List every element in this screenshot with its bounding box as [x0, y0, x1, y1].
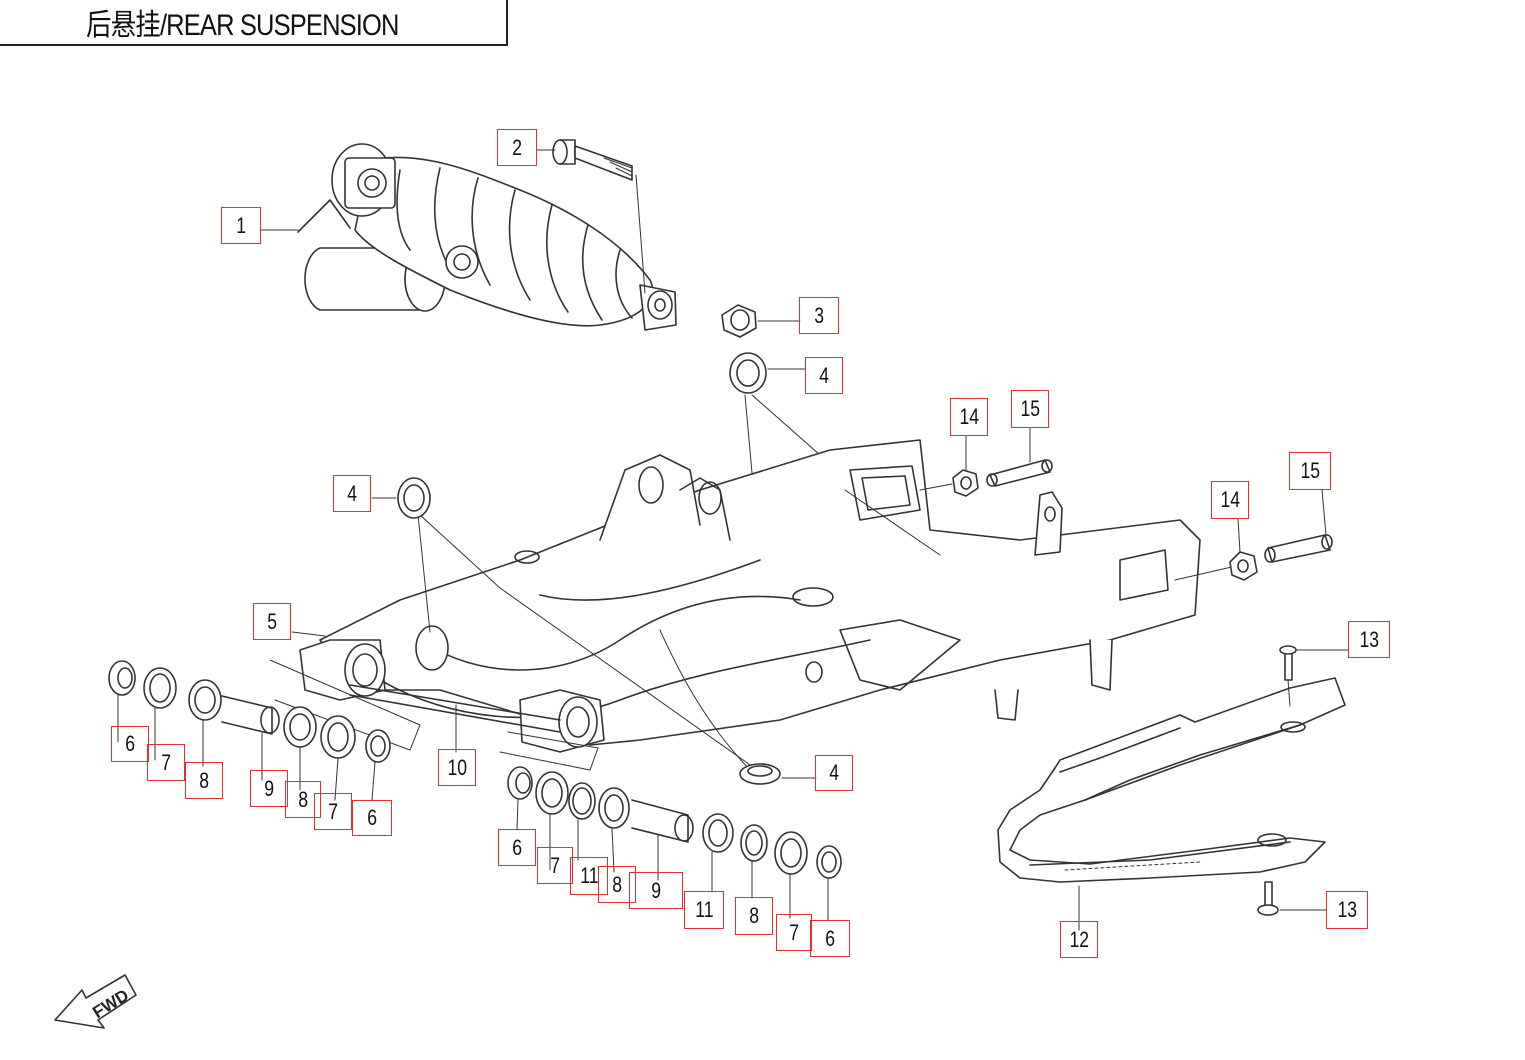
callout-13-bottom[interactable]: 13 — [1326, 891, 1368, 929]
callout-9-right[interactable]: 9 — [629, 872, 683, 909]
callout-13-top[interactable]: 13 — [1348, 621, 1390, 658]
callout-label: 12 — [1069, 926, 1089, 952]
callout-label: 6 — [125, 731, 135, 756]
callout-label: 3 — [814, 302, 824, 328]
callout-3[interactable]: 3 — [799, 297, 839, 334]
callout-12[interactable]: 12 — [1060, 921, 1098, 958]
chain-guide — [997, 677, 1346, 931]
callout-8-left-b[interactable]: 8 — [285, 781, 321, 818]
callout-label: 10 — [447, 754, 467, 780]
callout-label: 8 — [612, 871, 622, 897]
callout-14-right[interactable]: 14 — [1211, 481, 1249, 519]
callout-6-left-b[interactable]: 6 — [352, 800, 392, 836]
callout-label: 6 — [512, 834, 522, 860]
callout-label: 9 — [651, 877, 661, 903]
callout-label: 13 — [1359, 626, 1379, 652]
callout-11-right-b[interactable]: 11 — [684, 891, 724, 929]
callout-label: 14 — [959, 404, 979, 429]
callout-label: 7 — [789, 919, 799, 945]
callout-7-right-a[interactable]: 7 — [537, 847, 573, 884]
callout-label: 6 — [825, 925, 835, 951]
callout-15-right[interactable]: 15 — [1289, 452, 1331, 490]
callout-label: 8 — [749, 903, 759, 928]
callout-4-top[interactable]: 4 — [805, 357, 843, 394]
screw-13-bottom — [1257, 881, 1327, 916]
callout-15-upper[interactable]: 15 — [1011, 390, 1049, 428]
callout-label: 13 — [1337, 897, 1357, 922]
callout-9-left[interactable]: 9 — [250, 770, 288, 807]
callout-label: 4 — [829, 760, 839, 785]
callout-5[interactable]: 5 — [253, 603, 291, 640]
callout-8-right-a[interactable]: 8 — [598, 866, 636, 903]
grommet-4-left — [371, 477, 431, 519]
callout-label: 5 — [267, 608, 277, 634]
callout-label: 4 — [347, 480, 357, 506]
callout-label: 11 — [579, 863, 599, 888]
grommet-4-bottom — [739, 763, 817, 785]
callout-7-right-b[interactable]: 7 — [776, 914, 812, 951]
callout-1[interactable]: 1 — [221, 207, 261, 244]
bearing-stack-right — [499, 731, 842, 921]
callout-8-right-b[interactable]: 8 — [735, 897, 773, 935]
nut-pin-upper — [952, 427, 1053, 497]
callout-label: 9 — [264, 775, 274, 801]
nut-part-3 — [721, 304, 801, 338]
callout-11-right-a[interactable]: 11 — [570, 857, 608, 895]
swingarm — [299, 439, 1237, 781]
callout-label: 7 — [161, 749, 171, 775]
callout-label: 4 — [819, 362, 829, 388]
callout-10[interactable]: 10 — [438, 749, 476, 786]
callout-7-left-b[interactable]: 7 — [314, 793, 352, 830]
nut-pin-right — [1229, 489, 1333, 581]
callout-label: 11 — [694, 897, 714, 922]
callout-6-right-a[interactable]: 6 — [498, 829, 536, 866]
leader-lines — [259, 149, 556, 637]
callout-label: 7 — [550, 852, 560, 878]
bearing-stack-left — [108, 659, 421, 801]
callout-label: 7 — [328, 798, 338, 824]
bolt-part-2 — [552, 139, 646, 294]
callout-label: 8 — [298, 786, 308, 812]
callout-2[interactable]: 2 — [497, 129, 537, 166]
callout-label: 14 — [1220, 487, 1240, 512]
callout-6-left-a[interactable]: 6 — [111, 726, 149, 762]
callout-7-left-a[interactable]: 7 — [147, 744, 185, 781]
callout-label: 2 — [512, 134, 522, 160]
callout-4-left[interactable]: 4 — [333, 475, 371, 512]
callout-label: 15 — [1300, 458, 1320, 483]
screw-13-top — [1279, 645, 1349, 707]
callout-14-upper[interactable]: 14 — [950, 398, 988, 436]
shock-absorber — [297, 143, 677, 331]
callout-8-left-a[interactable]: 8 — [185, 762, 223, 799]
callout-label: 8 — [199, 767, 209, 793]
callout-label: 1 — [236, 212, 246, 238]
callout-6-right-b[interactable]: 6 — [810, 920, 850, 957]
callout-label: 15 — [1020, 396, 1040, 421]
page-title: 后悬挂/REAR SUSPENSION — [86, 9, 399, 42]
callout-4-bottom[interactable]: 4 — [815, 755, 853, 791]
title-box: 后悬挂/REAR SUSPENSION — [0, 0, 508, 46]
callout-label: 6 — [367, 805, 377, 830]
fwd-arrow-icon: FWD — [54, 974, 137, 1029]
